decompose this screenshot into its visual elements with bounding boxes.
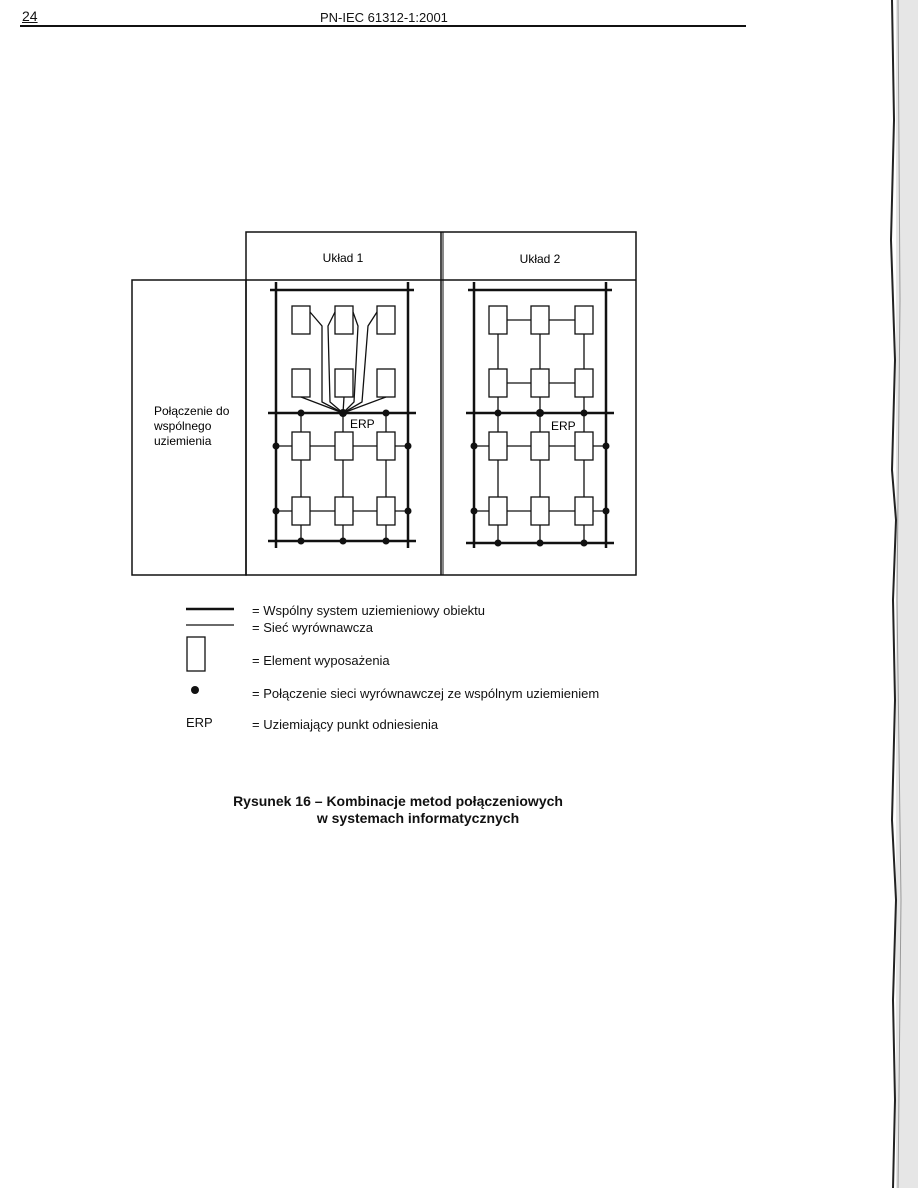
legend-symbols xyxy=(186,607,234,694)
col1-label: Układ 1 xyxy=(323,251,364,265)
layout-2-diagram xyxy=(466,282,614,548)
figure-caption-line2: w systemach informatycznych xyxy=(316,810,520,826)
erp-label-1: ERP xyxy=(350,417,375,431)
legend-dot xyxy=(191,686,199,694)
standard-title: PN-IEC 61312-1:2001 xyxy=(320,10,448,25)
legend-equipment-text: = Element wyposażenia xyxy=(252,653,390,668)
erp-label-2: ERP xyxy=(551,419,576,433)
row-label-line3: uziemienia xyxy=(154,434,212,448)
layout-2-bond-dots xyxy=(470,409,610,547)
legend-equipment-box xyxy=(186,636,206,672)
row-label-line1: Połączenie do xyxy=(154,404,230,418)
legend-dot-text: = Połączenie sieci wyrównawczej ze wspól… xyxy=(252,686,600,701)
row-label-frame xyxy=(131,279,247,576)
bonding-diagram: Układ 1 Układ 2 Połączenie do wspólnego … xyxy=(131,231,637,576)
legend-erp-key: ERP xyxy=(186,715,213,730)
legend-erp-text: = Uziemiający punkt odniesienia xyxy=(252,717,439,732)
page-number: 24 xyxy=(22,8,38,24)
row-label-line2: wspólnego xyxy=(153,419,212,433)
col2-label: Układ 2 xyxy=(520,252,561,266)
legend-thick-text: = Wspólny system uziemieniowy obiektu xyxy=(252,603,486,618)
legend-thin-text: = Sieć wyrównawcza xyxy=(252,620,374,635)
header-rule xyxy=(20,25,746,27)
layout-1-bond-dots xyxy=(272,409,412,545)
figure-caption-line1: Rysunek 16 – Kombinacje metod połączenio… xyxy=(233,793,563,809)
scan-edge xyxy=(889,0,918,1188)
